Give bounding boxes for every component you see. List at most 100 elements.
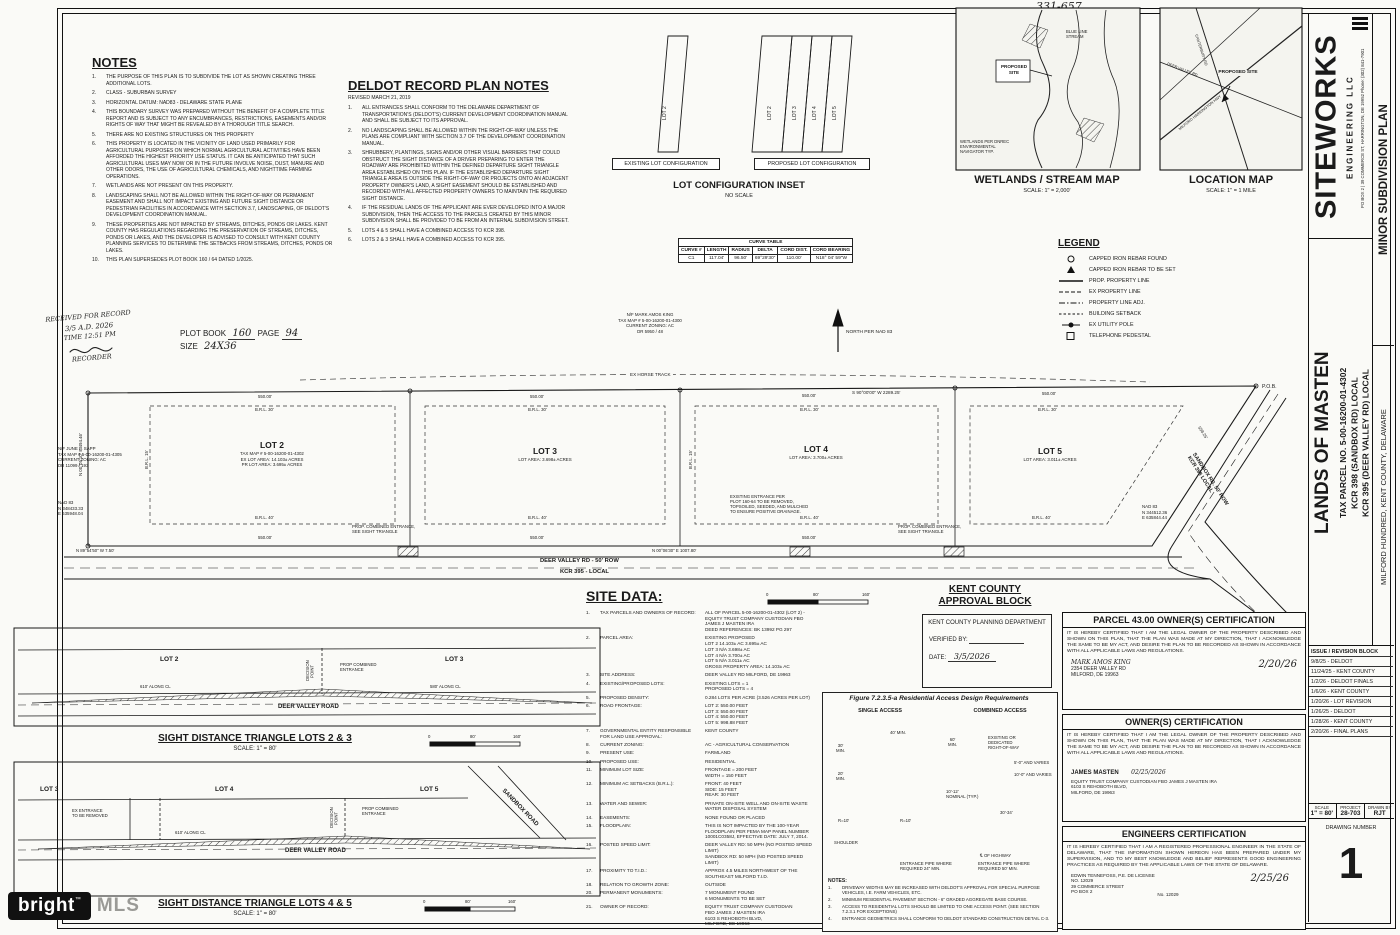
plot-size-value: 24X36 [204, 341, 237, 352]
figure-note-num: 2. [828, 897, 832, 903]
sd-num: 10. [586, 758, 593, 764]
revision-title: ISSUE / REVISION BLOCK [1309, 647, 1393, 657]
lot4-label: LOT 4 [803, 444, 829, 454]
sight2-ex-entrance-label: EX ENTRANCE TO BE REMOVED [72, 808, 108, 819]
ex-horse-track-line [299, 374, 1151, 383]
deldot-number: 3. [348, 150, 353, 156]
scalebar-end: 160' [862, 592, 870, 597]
figure-note-num: 4. [828, 915, 832, 921]
eng-seal-number: No. 12029 [1157, 892, 1179, 897]
note-item: THESE PROPERTIES ARE NOT IMPACTED BY STR… [106, 221, 333, 254]
deldot-number: 1. [348, 105, 353, 111]
wetlands-proposed-site-label: PROPOSED SITE [1000, 64, 1028, 75]
company-address: PO BOX 2 | 39 COMMERCE ST, HARRINGTON, D… [1360, 48, 1365, 208]
plot-size-label: SIZE [180, 342, 198, 351]
sd-num: 12. [586, 780, 593, 786]
sd-value: ALL OF PARCEL 5-00-16200-01-4302 (LOT 2)… [705, 610, 805, 633]
note-number: 6. [92, 141, 97, 147]
sight2-scale: SCALE: 1" = 80' [233, 911, 277, 917]
lot2-info: TAX MAP # 5-00-16200-01-4302 EX LOT AREA… [240, 451, 304, 467]
scalebar-mid: 80' [813, 592, 819, 597]
figure-note-num: 3. [828, 903, 832, 909]
approval-verified-label: VERIFIED BY: [929, 637, 968, 643]
drawn-by-value: RJT [1373, 810, 1386, 817]
location-proposed-site-label: PROPOSED SITE [1218, 70, 1258, 76]
sight2-road-label: DEER VALLEY ROAD [285, 848, 346, 854]
titleblock-divider [1308, 13, 1309, 922]
dim-550-label: 550.00' [802, 393, 816, 398]
figure-cl-label: ℄ OF HIGHWAY [980, 853, 1012, 858]
revision-row: 1/6/26 - KENT COUNTY [1309, 687, 1393, 697]
lot3-label: LOT 3 [532, 446, 558, 456]
engineers-certification: ENGINEERS CERTIFICATION IT IS HEREBY CER… [1062, 826, 1306, 930]
bearing-left-label: N 00°05'10" E 494.46' [78, 433, 83, 477]
sd-label: EASEMENTS: [600, 814, 631, 820]
deldot-item: IF THE RESIDUAL LANDS OF THE APPLICANT A… [362, 205, 569, 224]
curve-cell: 96.50' [728, 254, 753, 263]
company-sub: ENGINEERING LLC [1345, 75, 1355, 179]
brl-30-label: B.R.L. 30' [255, 407, 274, 412]
sd-label: MINIMUM LOT SIZE: [600, 766, 645, 772]
ex-property-line-icon [1059, 291, 1083, 292]
plot-book-value: 160 [228, 328, 256, 340]
curve-cell: 69°29'30" [751, 254, 779, 263]
sd-num: 11. [586, 766, 593, 772]
inset-lot4-label: LOT 4 [812, 106, 818, 120]
scale-value: 1" = 80' [1310, 810, 1334, 817]
brl-15-label: B.R.L. 15' [144, 450, 149, 470]
drawn-by-label: DRAWN BY [1367, 805, 1392, 810]
site-data-title: SITE DATA: [586, 588, 663, 604]
curve-header: CORD DIST. [777, 246, 811, 255]
sight1-title: SIGHT DISTANCE TRIANGLE LOTS 2 & 3 [158, 733, 352, 744]
sheet-outer-border [57, 8, 1396, 929]
sd-label: WATER AND SEWER: [600, 800, 648, 806]
sd-value: NONE FOUND OR PLACED [705, 814, 765, 820]
parcel-cert-title: PARCEL 43.00 OWNER(S) CERTIFICATION [1063, 613, 1305, 628]
parcel-cert-text: IT IS HEREBY CERTIFIED THAT I AM THE LEG… [1067, 631, 1301, 655]
parcel-cert-date: 2/20/26 [1258, 658, 1297, 670]
sd-value: DEER VALLEY RD MILFORD, DE 19963 [705, 672, 791, 678]
sd-value: KENT COUNTY [705, 728, 739, 734]
sight1-lot2-label: LOT 2 [160, 656, 179, 663]
curve-cell: C1 [678, 254, 705, 263]
prop-entrance-note: PROP. COMBINED ENTRANCE, SEE SIGHT TRIAN… [352, 524, 416, 535]
sd-num: 3. [586, 672, 590, 678]
bright-tm: ™ [74, 897, 81, 903]
inset-title: LOT CONFIGURATION INSET [673, 180, 805, 191]
entrance-marks [397, 546, 965, 557]
inset-proposed-caption: PROPOSED LOT CONFIGURATION [754, 158, 870, 170]
plan-location: MILFORD HUNDRED, KENT COUNTY, DELAWARE [1379, 409, 1388, 585]
figure-note: MINIMUM RESIDENTIAL PAVEMENT SECTION - 6… [842, 897, 1028, 903]
legend-label: BUILDING SETBACK [1089, 310, 1142, 317]
pob-label: P.O.B. [1262, 384, 1277, 390]
figure-single-access-label: SINGLE ACCESS [858, 708, 902, 714]
north-arrow-icon [832, 308, 844, 352]
bright-mls-logo: bright ™ MLS [8, 892, 140, 920]
figure-v10: 10'-0" AND VARIES [1014, 772, 1052, 777]
sight1-scalebar-end: 160' [513, 734, 521, 739]
figure-dim-60: 60' MIN. [948, 737, 958, 747]
sd-label: OWNER OF RECORD: [600, 904, 649, 910]
parcel-cert-address: 2354 DEER VALLEY RD MILFORD, DE 19963 [1071, 665, 1126, 678]
legend-label: EX PROPERTY LINE [1089, 288, 1141, 295]
lot-config-inset-shapes [657, 35, 853, 153]
sd-value: FRONT: 40 FEET SIDE: 15 FEET REAR: 30 FE… [705, 780, 742, 798]
lot2-label: LOT 2 [259, 440, 285, 450]
sd-num: 21. [586, 904, 593, 910]
legend-label: EX UTILITY POLE [1089, 321, 1134, 328]
approval-date-label: DATE: [929, 655, 947, 661]
eng-cert-name: EDWIN TENNEFOSS, P.E. DE LICENSE NO. 120… [1071, 872, 1155, 884]
property-line-adj-icon [1059, 302, 1083, 303]
info-grid: SCALE 1" = 80' PROJECT 28-703 DRAWN BY R… [1308, 803, 1394, 819]
sd-value: EXISTING LOTS = 1 PROPOSED LOTS = 4 [705, 680, 754, 692]
curve-header: CURVE # [678, 246, 705, 255]
legend-row: BUILDING SETBACK [1058, 308, 1208, 319]
note-item: THIS PLAN SUPERSEDES PLOT BOOK 160 / 64 … [106, 257, 254, 263]
deer-valley-rd-lines [64, 556, 1210, 580]
legend-label: CAPPED IRON REBAR FOUND [1089, 255, 1167, 262]
titleblock-hline2 [1372, 345, 1394, 346]
figure-notes: NOTES: 1.DRIVEWAY WIDTHS MAY BE INCREASE… [828, 878, 1050, 921]
note-item: THIS PROPERTY IS LOCATED IN THE VICINITY… [106, 141, 325, 180]
